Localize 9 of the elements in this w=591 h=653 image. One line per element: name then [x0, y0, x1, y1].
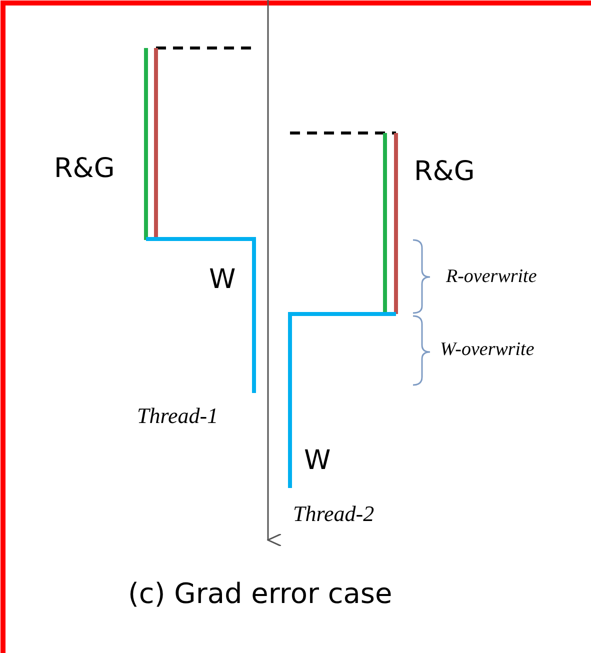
text-label: Thread-2	[293, 503, 374, 525]
text-label: R&G	[54, 155, 115, 182]
text-label: W-overwrite	[440, 340, 534, 359]
text-label: Thread-1	[137, 405, 218, 427]
text-label: R&G	[414, 158, 475, 185]
figure-caption: (c) Grad error case	[128, 580, 392, 608]
text-label: W	[304, 447, 331, 474]
text-label: R-overwrite	[446, 267, 537, 286]
text-label: W	[209, 266, 236, 293]
